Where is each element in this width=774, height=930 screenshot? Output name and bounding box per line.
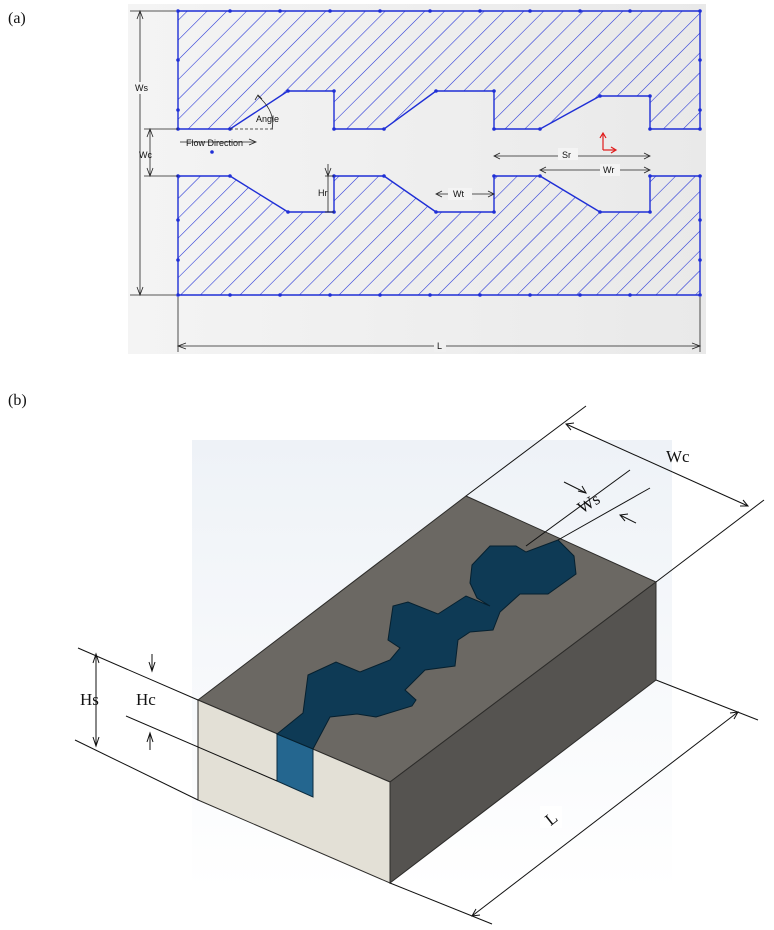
dim-sr-label: Sr — [562, 150, 571, 160]
dim-b-wc — [465, 405, 765, 583]
panel-b-isometric: Wc Ws Hs Hc — [74, 405, 765, 925]
dim-b-hc-label: Hc — [136, 690, 156, 709]
dim-b-ws — [525, 469, 651, 547]
channel-top — [276, 539, 577, 750]
dim-wc — [144, 127, 178, 178]
dim-b-hs-label: Hs — [80, 690, 99, 709]
dim-wr-label: Wr — [603, 165, 614, 175]
dim-wt-label: Wt — [453, 189, 464, 199]
dim-ws-label: Ws — [135, 83, 148, 93]
dim-sr-label-bg — [558, 148, 578, 160]
panel-b-label: (b) — [8, 392, 27, 409]
dim-wc-label: Wc — [139, 150, 152, 160]
dim-wr-label-bg — [600, 164, 620, 176]
dim-b-hs — [74, 647, 199, 801]
sketch-points — [176, 9, 702, 297]
dim-hr-label: Hr — [318, 188, 328, 198]
dim-b-hc — [125, 654, 278, 782]
dim-l-label-bg — [434, 340, 446, 352]
flow-direction-label: Flow Direction — [186, 138, 243, 148]
dim-wr — [539, 166, 651, 174]
origin-axes-icon — [599, 131, 618, 154]
dim-wt-label-bg — [448, 188, 472, 200]
dim-angle — [230, 94, 274, 130]
dim-l-label: L — [437, 341, 442, 351]
dim-angle-label: Angle — [256, 114, 279, 124]
panel-a-sketch: Ws Wc Flow Direction Angle — [128, 4, 706, 354]
dim-ws — [130, 9, 176, 297]
panel-a-label: (a) — [8, 10, 26, 27]
dim-b-l-label-bg — [540, 806, 562, 828]
flow-direction-arrow — [180, 138, 258, 146]
dim-b-l — [389, 679, 759, 925]
dim-ws-label-bg — [132, 82, 149, 94]
dim-b-wc-label: Wc — [666, 447, 690, 466]
dim-hr — [324, 164, 334, 213]
